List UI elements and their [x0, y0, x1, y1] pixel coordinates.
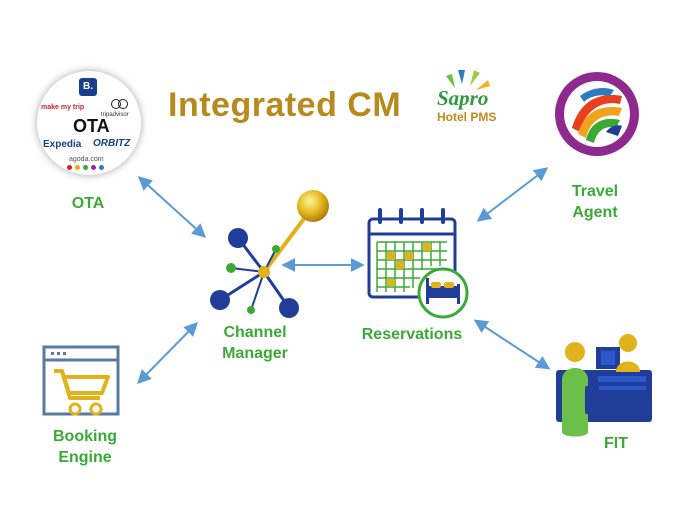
- channel-manager-label: Channel Manager: [210, 322, 300, 364]
- channel-manager-label-line2: Manager: [222, 345, 288, 362]
- brand-name: Sapro: [437, 86, 489, 110]
- tripadvisor-owl-icon: [111, 99, 128, 109]
- arrow-reservations-fit: [473, 319, 551, 370]
- expedia-logo: Expedia: [43, 139, 82, 150]
- shopping-cart-icon: [42, 345, 120, 416]
- booking-engine-label-line1: Booking: [53, 428, 117, 445]
- arrow-ota-channel-manager: [137, 176, 207, 238]
- ota-logos-circle: B. make my trip tripadvisor OTA Expedia …: [37, 71, 141, 175]
- globe-logo-icon: [551, 68, 643, 160]
- ota-label: OTA: [71, 195, 105, 212]
- network-hub-icon: [210, 190, 329, 318]
- orbitz-logo: ORBITZ: [93, 138, 131, 149]
- front-desk-person-icon: [556, 334, 652, 437]
- sapro-logo-icon: [446, 70, 490, 90]
- fit-label: FIT: [604, 435, 628, 452]
- travel-agent-label-line1: Travel: [571, 183, 619, 200]
- arrow-booking-engine-channel-manager: [137, 322, 198, 384]
- booking-engine-label-line2: Engine: [58, 449, 112, 466]
- brand-subtitle: Hotel PMS: [437, 110, 497, 124]
- makemytrip-logo: make my trip: [41, 104, 85, 111]
- booking-logo: B.: [79, 78, 97, 96]
- booking-engine-label: Booking Engine: [40, 426, 130, 468]
- agoda-dots-icon: [67, 165, 111, 171]
- travel-agent-label: Travel Agent: [555, 181, 635, 223]
- travel-agent-label-line2: Agent: [572, 204, 618, 221]
- arrow-reservations-travel-agent: [476, 167, 549, 222]
- diagram-title: Integrated CM: [168, 86, 402, 124]
- calendar-bed-icon: [367, 208, 469, 319]
- ota-logo-text: OTA: [73, 116, 110, 136]
- channel-manager-label-line1: Channel: [223, 324, 287, 341]
- reservations-label: Reservations: [361, 326, 463, 343]
- agoda-logo: agoda.com: [69, 156, 104, 163]
- connector-arrows: [137, 167, 551, 384]
- tripadvisor-logo: tripadvisor: [101, 112, 129, 118]
